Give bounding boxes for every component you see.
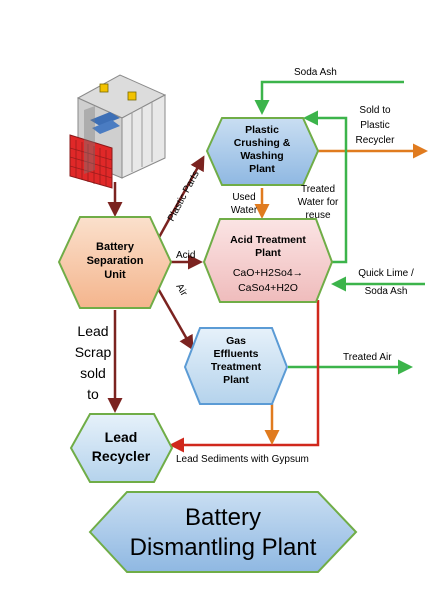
lead-scrap-label-3: sold — [80, 365, 106, 381]
plastic-plant-line-1: Plastic — [245, 124, 279, 136]
acid-reaction-line-1: CaO+H2So4→ — [233, 267, 303, 279]
separation-line-1: Battery — [96, 241, 135, 253]
title-line-1: Battery — [185, 504, 261, 531]
lead-recycler — [69, 413, 174, 483]
plastic-plant-line-2: Crushing & — [234, 137, 291, 149]
arrow-lead-sediments-red — [169, 300, 320, 453]
acid-label: Acid — [176, 250, 195, 261]
lead-recycler-line-1: Lead — [105, 429, 138, 445]
plastic-parts-label: Plastic Parts — [166, 169, 202, 223]
plant-title-banner — [88, 491, 358, 573]
arrow-treated-water — [303, 110, 348, 264]
treated-water-label-3: reuse — [305, 210, 330, 221]
treated-water-label-2: Water for — [298, 197, 339, 208]
battery-icon — [69, 74, 167, 189]
arrow-plastic-parts — [150, 155, 205, 251]
quick-lime-label-2: Soda Ash — [365, 286, 408, 297]
battery-separation-unit — [57, 216, 173, 309]
quick-lime-label-1: Quick Lime / — [358, 268, 414, 279]
sold-to-label-2: Plastic — [360, 120, 389, 131]
used-water-label-2: Water — [231, 205, 258, 216]
sold-to-label-3: Recycler — [356, 135, 396, 146]
gas-plant-line-3: Treatment — [211, 361, 262, 373]
separation-line-3: Unit — [104, 269, 126, 281]
soda-ash-label: Soda Ash — [294, 67, 337, 78]
treated-air-label: Treated Air — [343, 352, 392, 363]
gas-effluents-plant — [183, 327, 289, 405]
lead-scrap-label-2: Scrap — [75, 344, 112, 360]
title-line-2: Dismantling Plant — [130, 534, 317, 561]
gas-plant-line-1: Gas — [226, 335, 246, 347]
plastic-crushing-plant — [205, 117, 320, 186]
plastic-plant-line-4: Plant — [249, 163, 275, 175]
sold-to-label-1: Sold to — [359, 105, 391, 116]
acid-plant-line-2: Plant — [255, 247, 281, 259]
arrow-soda-ash — [254, 80, 404, 115]
treated-water-label-1: Treated — [301, 184, 335, 195]
lead-scrap-label-4: to — [87, 386, 99, 402]
lead-recycler-line-2: Recycler — [92, 448, 151, 464]
acid-reaction-line-2: CaSo4+H2O — [238, 282, 298, 294]
lead-scrap-label-1: Lead — [77, 323, 108, 339]
used-water-label-1: Used — [232, 192, 255, 203]
plastic-plant-line-3: Washing — [240, 150, 283, 162]
gas-plant-line-4: Plant — [223, 374, 249, 386]
air-label: Air — [173, 282, 189, 299]
separation-line-2: Separation — [87, 255, 144, 267]
gas-plant-line-2: Effluents — [214, 348, 259, 360]
acid-treatment-plant — [202, 218, 334, 303]
lead-sediments-label: Lead Sediments with Gypsum — [176, 454, 309, 465]
acid-plant-line-1: Acid Treatment — [230, 234, 306, 246]
